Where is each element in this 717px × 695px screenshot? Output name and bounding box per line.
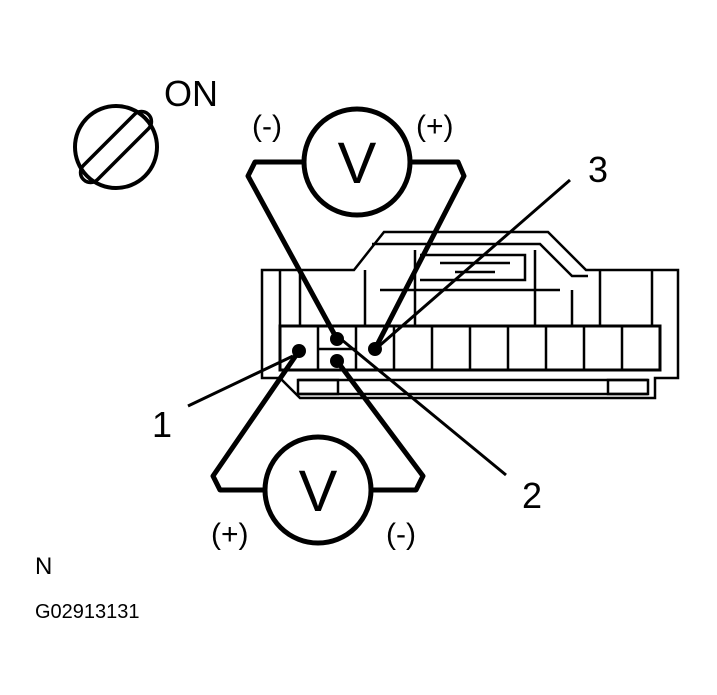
terminal-3-label: 3 bbox=[588, 149, 608, 190]
bottom-meter-negative-label: (-) bbox=[386, 518, 416, 551]
bottom-voltmeter-icon bbox=[262, 434, 374, 546]
footer-mark: N bbox=[35, 553, 52, 580]
ignition-switch-icon bbox=[73, 104, 159, 190]
leader-lines bbox=[187, 178, 571, 477]
bottom-meter-leads bbox=[210, 349, 426, 493]
terminal-2-label: 2 bbox=[522, 475, 542, 516]
figure-code: G02913131 bbox=[35, 601, 140, 623]
top-voltmeter-icon bbox=[301, 106, 413, 218]
bottom-voltmeter-symbol: V bbox=[299, 459, 338, 524]
ignition-on-label: ON bbox=[164, 73, 218, 114]
top-meter-negative-label: (-) bbox=[252, 110, 282, 143]
top-meter-leads bbox=[245, 159, 467, 351]
bottom-meter-positive-label: (+) bbox=[211, 518, 249, 551]
top-voltmeter-symbol: V bbox=[338, 131, 377, 196]
top-meter-positive-label: (+) bbox=[416, 110, 454, 143]
terminal-1-label: 1 bbox=[152, 404, 172, 445]
